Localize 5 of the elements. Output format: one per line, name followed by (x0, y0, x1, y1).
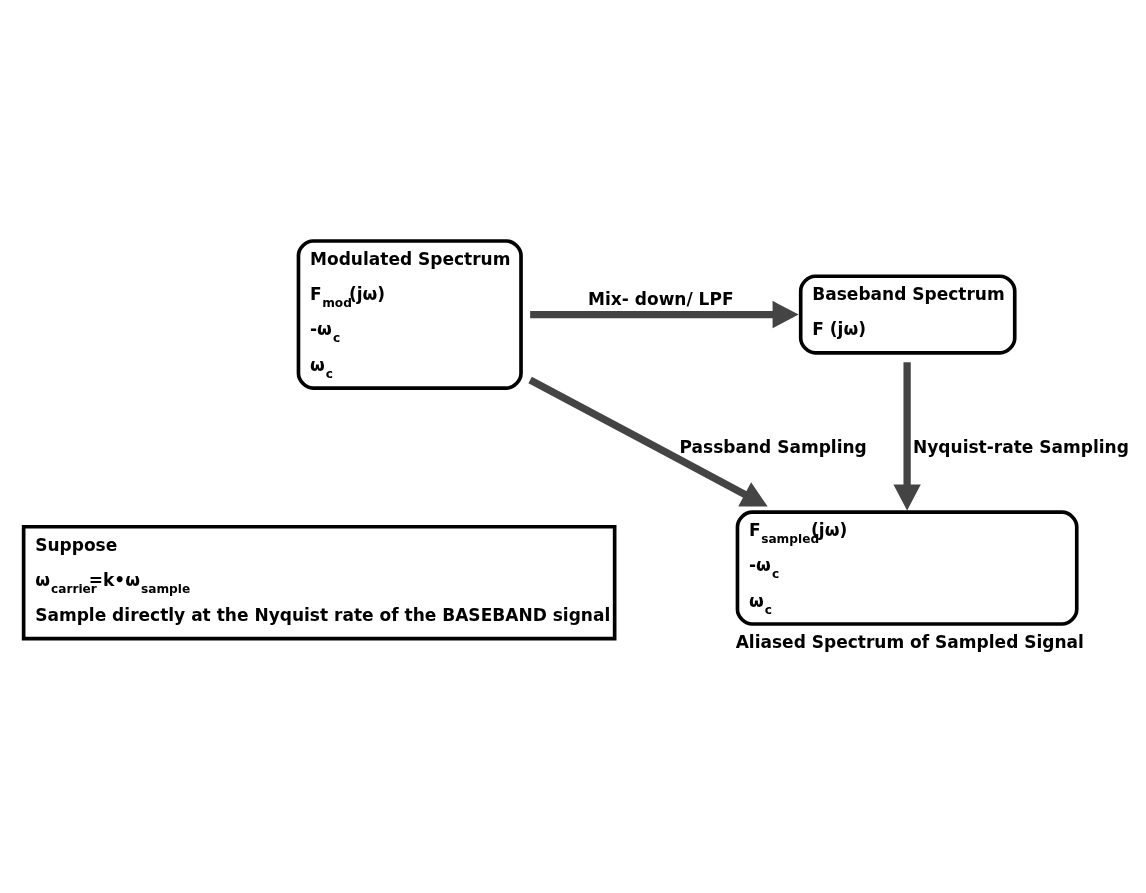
arrow (528, 376, 768, 507)
edge-label: Nyquist-rate Sampling (913, 437, 1129, 458)
node-label: Aliased Spectrum of Sampled Signal (735, 632, 1084, 652)
edge-label: Mix- down/ LPF (588, 289, 734, 310)
edge-label: Passband Sampling (679, 437, 867, 458)
